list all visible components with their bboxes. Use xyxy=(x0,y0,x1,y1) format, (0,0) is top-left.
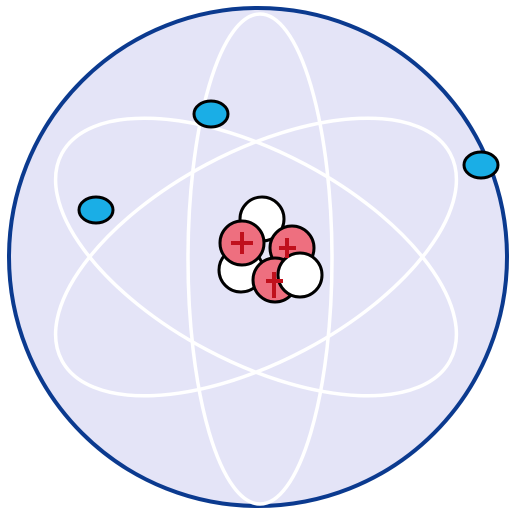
electron-icon xyxy=(79,197,113,223)
neutron xyxy=(278,253,322,297)
electron-icon xyxy=(194,101,228,127)
electron-icon xyxy=(464,152,498,178)
